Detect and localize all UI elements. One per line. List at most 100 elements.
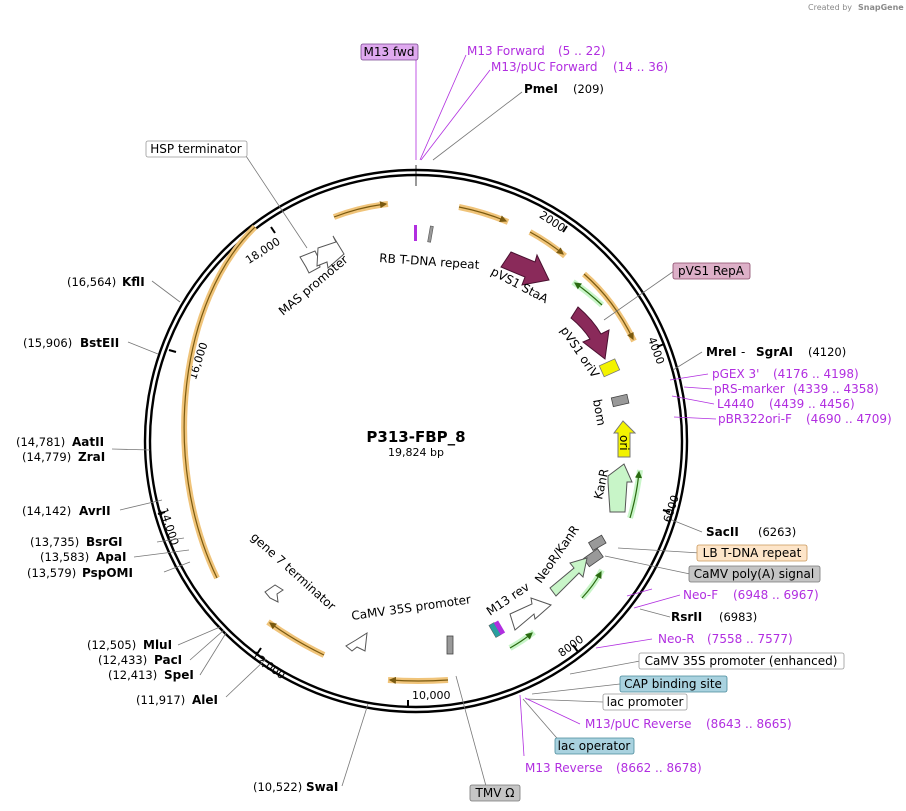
- enzyme-pmei-name[interactable]: PmeI: [524, 82, 558, 96]
- primer-m13forward-pos: (5 .. 22): [558, 44, 606, 58]
- pvs1repa-line: [603, 270, 675, 321]
- camv35s-arrow[interactable]: [345, 632, 368, 652]
- hsp-line: [245, 155, 308, 249]
- m13pucforward-line: [420, 69, 491, 161]
- neof-line: [633, 594, 681, 609]
- mas-promoter-arrow[interactable]: [316, 235, 345, 269]
- lb-tdna-feature[interactable]: [588, 534, 607, 552]
- camv35senh-line: [569, 660, 641, 675]
- neokanr-arrow[interactable]: [549, 557, 588, 597]
- marker-arc-4-line: [509, 632, 533, 649]
- lacprom-box[interactable]: [602, 693, 688, 711]
- lacprom-line: [525, 698, 604, 703]
- gene7-terminator-arrow[interactable]: [264, 584, 284, 603]
- m13fwd-box[interactable]: [360, 43, 419, 61]
- tick-mark-18000: [270, 226, 276, 234]
- credit-brand: SnapGene: [858, 3, 904, 12]
- primer-m13reverse-pos: (8662 .. 8678): [616, 761, 702, 775]
- enzyme-paci-pos: (12,433): [98, 653, 147, 667]
- m13-fwd-feature: [414, 225, 417, 241]
- tick-label-4000: 4000: [645, 335, 667, 366]
- enzyme-zrai-name[interactable]: ZraI: [78, 450, 105, 464]
- enzyme-aatii-pos: (14,781): [16, 435, 65, 449]
- enzyme-swai-name[interactable]: SwaI: [306, 780, 338, 794]
- translation-arc-3-line: [529, 231, 564, 255]
- tmv-feature[interactable]: [446, 635, 454, 655]
- enzyme-kfli-name[interactable]: KflI: [122, 275, 145, 289]
- camv35senh-text: CaMV 35S promoter (enhanced): [645, 654, 838, 668]
- kanr-arrow[interactable]: [607, 463, 633, 513]
- tick-mark-6000: [662, 509, 671, 513]
- tick-mark-8000: [572, 644, 579, 653]
- tmv-box[interactable]: [469, 784, 521, 802]
- enzyme-mrei-name[interactable]: MreI: [706, 345, 736, 359]
- primer-prsmarker-name[interactable]: pRS-marker: [714, 382, 785, 396]
- prsmarker-line: [683, 386, 713, 390]
- neor-line: [595, 638, 653, 649]
- primer-l4440-name[interactable]: L4440: [717, 397, 754, 411]
- rb-tdna-label: RB T-DNA repeat: [379, 251, 480, 272]
- enzyme-avrii-name[interactable]: AvrII: [79, 504, 111, 518]
- pvs1repa-box[interactable]: [672, 262, 751, 280]
- lacprom-text: lac promoter: [607, 695, 684, 709]
- pvs1-repa-arrow[interactable]: [570, 306, 610, 360]
- enzyme-alei-name[interactable]: AleI: [192, 693, 218, 707]
- pvs1-oriv-box[interactable]: [598, 358, 621, 378]
- ori-arrow[interactable]: [613, 420, 637, 458]
- enzyme-apai-pos: (13,583): [40, 550, 89, 564]
- primer-neor-name[interactable]: Neo-R: [658, 632, 695, 646]
- pmei-line: [432, 91, 523, 161]
- enzyme-pspomi-pos: (13,579): [27, 566, 76, 580]
- enzyme-mlui-name[interactable]: MluI: [143, 638, 172, 652]
- camvpolya-box[interactable]: [688, 565, 821, 583]
- enzyme-bsteii-pos: (15,906): [23, 336, 72, 350]
- enzyme-paci-name[interactable]: PacI: [154, 653, 182, 667]
- pvs1-staa-arrow[interactable]: [500, 251, 550, 286]
- lbtdna-box[interactable]: [696, 544, 808, 562]
- m13pucreverse-line: [524, 697, 581, 725]
- primer-pbr322orif-pos: (4690 .. 4709): [806, 412, 892, 426]
- primer-pgex3-name[interactable]: pGEX 3': [712, 367, 759, 381]
- m13forward-line: [419, 54, 467, 161]
- enzyme-sgrai-name[interactable]: SgrAI: [756, 345, 793, 359]
- lacop-box[interactable]: [554, 737, 635, 755]
- plasmid-name: P313-FBP_8: [366, 428, 465, 446]
- camv35senh-box[interactable]: [638, 652, 845, 670]
- primer-m13pucforward-name[interactable]: M13/pUC Forward: [491, 60, 598, 74]
- kanr-label: KanR: [591, 467, 611, 500]
- primer-m13pucreverse-name[interactable]: M13/pUC Reverse: [585, 717, 692, 731]
- enzyme-aatii-name[interactable]: AatII: [72, 435, 104, 449]
- enzyme-spei-name[interactable]: SpeI: [164, 668, 194, 682]
- enzyme-bsrgi-name[interactable]: BsrGI: [86, 535, 123, 549]
- translation-arc-7-line: [183, 226, 256, 579]
- primer-neof-name[interactable]: Neo-F: [683, 588, 718, 602]
- enzyme-apai-name[interactable]: ApaI: [96, 550, 126, 564]
- boxed-labels: M13 fwd HSP terminator pVS1 RepA LB T-DN…: [145, 43, 845, 802]
- enzyme-sacii-pos: (6263): [758, 525, 796, 539]
- marker-arc-1-line: [574, 282, 603, 306]
- primer-pbr322orif-name[interactable]: pBR322ori-F: [718, 412, 792, 426]
- enzyme-sacii-name[interactable]: SacII: [706, 525, 739, 539]
- marker-arcs: [508, 279, 643, 651]
- enzyme-mrei-sep: -: [741, 345, 745, 359]
- hsp-box[interactable]: [145, 140, 248, 158]
- camvpolya-text: CaMV poly(A) signal: [694, 567, 814, 581]
- lacop-text: lac operator: [558, 739, 631, 753]
- hsp-terminator-arrow[interactable]: [299, 250, 321, 274]
- m13-rev-feature[interactable]: [493, 620, 506, 636]
- primer-m13forward-name[interactable]: M13 Forward: [467, 44, 545, 58]
- enzyme-mrei-pos: (4120): [808, 345, 846, 359]
- enzyme-pspomi-name[interactable]: PspOMI: [82, 566, 133, 580]
- enzyme-swai-pos: (10,522): [253, 780, 302, 794]
- primer-m13reverse-name[interactable]: M13 Reverse: [525, 761, 603, 775]
- camv35s-enhanced-arrow[interactable]: [509, 597, 552, 631]
- enzyme-rsrii-name[interactable]: RsrII: [671, 610, 702, 624]
- primer-labels: M13 Forward (5 .. 22) M13/pUC Forward (1…: [467, 44, 892, 775]
- cap-box[interactable]: [619, 675, 728, 693]
- l4440-line: [671, 395, 715, 405]
- bom-box[interactable]: [610, 393, 630, 408]
- primer-m13pucreverse-pos: (8643 .. 8665): [706, 717, 792, 731]
- rsrii-line: [639, 608, 671, 618]
- enzyme-bsteii-name[interactable]: BstEII: [80, 336, 119, 350]
